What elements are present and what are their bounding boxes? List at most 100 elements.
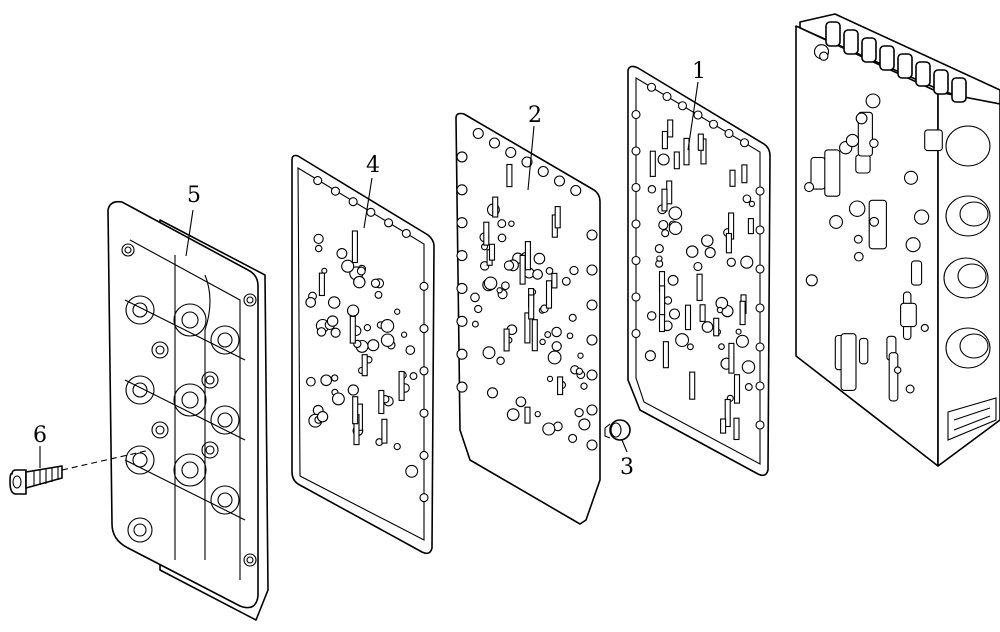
bolt-hole (570, 184, 582, 197)
bolt-hole (631, 182, 641, 193)
passage-hole (575, 367, 584, 375)
cylinder-top (915, 61, 931, 87)
bolt-hole (521, 156, 533, 168)
passage-hole (331, 374, 339, 382)
cylinder-top (825, 21, 841, 47)
oil-slot (658, 314, 666, 333)
passage-hole (735, 328, 742, 335)
port-hole (855, 112, 868, 125)
bolt-hole (755, 186, 765, 196)
bolt-hole (366, 207, 376, 217)
boss-hole (173, 303, 207, 337)
boss-inner (133, 523, 147, 537)
bolt-hole (419, 366, 429, 376)
passage-hole (336, 248, 348, 259)
part-4-gasket (291, 154, 435, 555)
boss-inner (124, 246, 132, 254)
oil-slot (381, 418, 388, 444)
cylinder-top (933, 69, 949, 95)
passage-hole (578, 418, 591, 431)
bolt-hole (384, 218, 394, 228)
boss-inner (246, 556, 254, 564)
passage-hole (394, 308, 401, 315)
passage-hole (566, 332, 574, 340)
bolt-hole (401, 228, 411, 238)
oil-slot (720, 418, 727, 434)
channel (924, 129, 943, 152)
bolt-hole (755, 303, 765, 313)
passage-hole (544, 331, 552, 339)
bolt-hole (586, 299, 598, 311)
boss-inner (181, 391, 199, 409)
passage-hole (482, 346, 496, 360)
passage-hole (367, 339, 380, 352)
bolt-hole (631, 219, 641, 229)
passage-hole (551, 341, 562, 352)
boss-inner (155, 345, 165, 355)
oil-slot (378, 389, 385, 415)
oil-slot (503, 328, 510, 352)
channel (888, 352, 899, 402)
bolt-hole (456, 151, 468, 163)
passage-hole (486, 387, 499, 399)
passage-hole (693, 261, 703, 272)
boss-hole (243, 293, 257, 307)
bolt-hole (755, 342, 765, 352)
oil-slot (741, 164, 748, 184)
callout-3-leader (621, 439, 628, 453)
oil-slot (557, 376, 564, 396)
callout-4-label: 4 (366, 153, 380, 178)
bolt-hole (456, 348, 468, 360)
passage-hole (667, 274, 679, 286)
oil-slot (545, 280, 553, 309)
port-hole (903, 170, 919, 185)
bolt-hole (456, 315, 468, 327)
bolt-hole (739, 138, 750, 148)
passage-hole (471, 320, 479, 328)
oil-slot (724, 398, 731, 428)
part-3-plug (604, 419, 631, 441)
oil-slot (661, 130, 668, 150)
passage-hole (380, 319, 395, 333)
passage-hole (503, 260, 515, 271)
passage-hole (306, 376, 316, 387)
passage-hole (658, 219, 669, 231)
passage-hole (656, 255, 663, 262)
passage-hole (546, 375, 554, 383)
oil-slot (713, 317, 720, 337)
port-hole (853, 234, 863, 244)
passage-hole (542, 422, 556, 436)
passage-hole (393, 442, 401, 451)
boss-hole (201, 371, 219, 389)
boss-inner (205, 375, 215, 385)
port-hole (829, 215, 844, 229)
passage-hole (657, 153, 670, 166)
channel (900, 302, 917, 328)
callout-6-label: 6 (33, 423, 47, 448)
passage-hole (305, 297, 317, 308)
passage-hole (686, 343, 694, 351)
passage-hole (313, 233, 324, 245)
cylinder-top (861, 37, 877, 63)
passage-hole (380, 333, 395, 347)
passage-hole (569, 265, 579, 276)
bolt-hole (631, 255, 641, 266)
port-hole (845, 133, 860, 148)
bolt-hole (755, 420, 765, 430)
passage-hole (356, 266, 366, 276)
bolt-hole (631, 292, 641, 302)
passage-hole (496, 287, 503, 294)
bolt-hole (631, 328, 641, 339)
port-hole (865, 93, 881, 109)
bolt-hole (456, 381, 468, 393)
oil-slot (519, 254, 526, 285)
oil-slot (659, 285, 666, 319)
bolt-hole (419, 408, 429, 418)
passage-hole (668, 206, 683, 221)
passage-hole (400, 331, 408, 338)
callout-2-label: 2 (528, 103, 542, 128)
bolt-hole (419, 450, 429, 460)
passage-hole (654, 244, 664, 254)
oil-slot (492, 196, 499, 218)
bolt-hole (456, 217, 468, 229)
